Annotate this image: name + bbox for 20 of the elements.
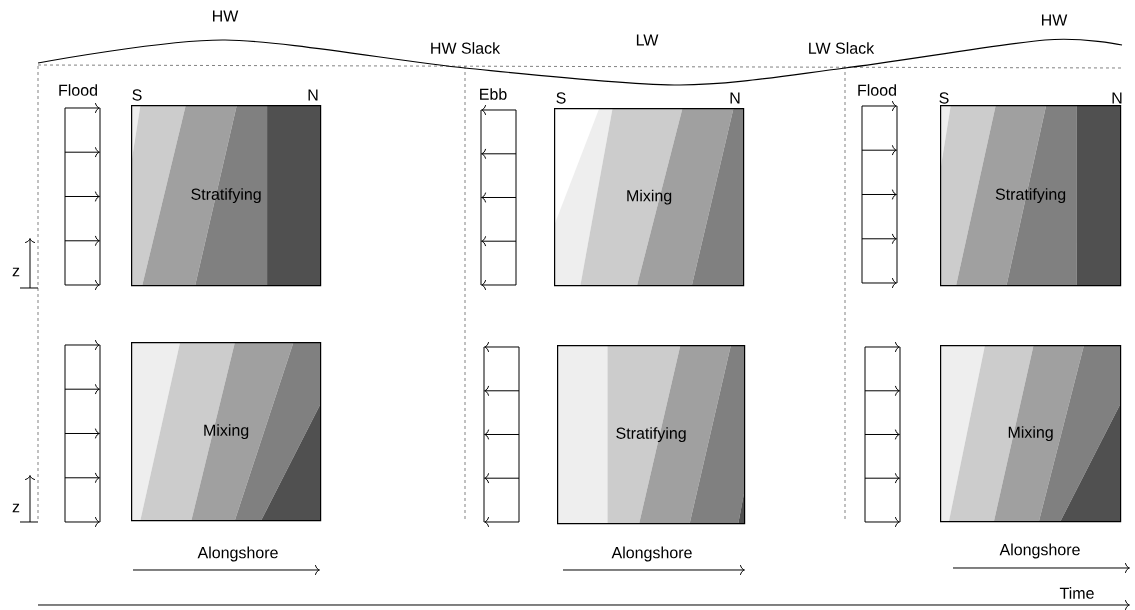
panel-box: Stratifying (131, 105, 322, 287)
tide-label: HW Slack (431, 42, 501, 54)
axis-label: Alongshore (197, 546, 278, 562)
axis-label: Time (1059, 587, 1094, 599)
axis-label: z (12, 267, 20, 277)
panel-box: Mixing (131, 342, 322, 522)
axis-label: Alongshore (611, 546, 692, 562)
panel-box: Stratifying (557, 345, 746, 525)
tide-label: HW (213, 10, 239, 22)
axis-label: z (12, 503, 20, 513)
panel-box: Stratifying (940, 105, 1122, 287)
tide-label: LW Slack (809, 42, 875, 54)
flow-label: Flood (59, 84, 97, 96)
tide-label: LW (636, 34, 659, 46)
flow-label: Flood (858, 84, 896, 96)
panel-box: Mixing (554, 108, 745, 287)
tide-label: HW (1042, 14, 1068, 26)
panel-box: Mixing (940, 345, 1122, 523)
flow-label: Ebb (480, 88, 507, 100)
axis-label: Alongshore (999, 543, 1080, 559)
